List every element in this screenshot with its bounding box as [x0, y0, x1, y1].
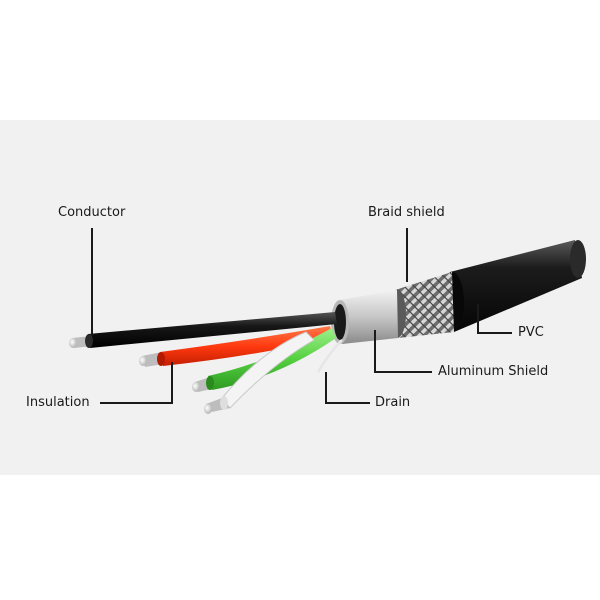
pvc-label: PVC	[518, 325, 544, 340]
leader-pvc	[477, 304, 512, 334]
red-wire	[139, 326, 333, 367]
leader-aluminum-shield	[374, 330, 432, 373]
insulation-label: Insulation	[26, 395, 90, 410]
braid-shield	[388, 272, 454, 338]
pvc-jacket	[440, 240, 586, 332]
drain-label: Drain	[375, 395, 411, 410]
conductor-label: Conductor	[58, 205, 126, 220]
aluminum-shield	[331, 290, 398, 344]
black-wire	[69, 312, 337, 348]
aluminum-shield-label: Aluminum Shield	[438, 364, 549, 379]
braid-shield-label: Braid shield	[368, 205, 445, 220]
leader-lines	[91, 228, 512, 404]
leader-drain	[325, 372, 370, 404]
drain-wire	[316, 339, 343, 373]
white-wire	[204, 331, 315, 414]
leader-insulation	[100, 362, 173, 404]
